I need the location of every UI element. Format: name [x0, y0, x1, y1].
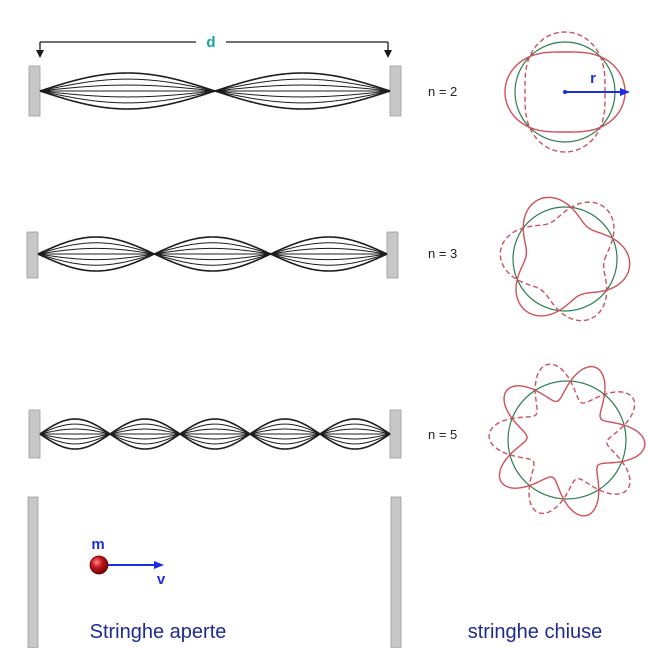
oscillation-solid: [515, 196, 631, 317]
wall-left: [28, 65, 41, 117]
oscillation-dashed: [499, 201, 615, 322]
oscillation-solid: [498, 365, 646, 517]
wall-right: [389, 65, 402, 117]
wall-right: [389, 409, 402, 459]
wall-right: [386, 231, 399, 279]
wave-curve: [37, 236, 388, 272]
span-dimension: d: [36, 34, 392, 58]
mass-label: m: [91, 536, 104, 553]
box-wall-right: [390, 496, 402, 648]
wave-curve: [37, 247, 388, 261]
standing-wave: [37, 236, 388, 272]
standing-wave: [39, 72, 391, 110]
wave-curve: [39, 423, 391, 445]
wall-left: [28, 409, 41, 459]
wave-curve: [37, 247, 388, 261]
wave-curve: [39, 72, 391, 110]
wave-curve: [39, 428, 391, 440]
standing-wave: [39, 418, 391, 450]
equilibrium-circle: [512, 206, 618, 312]
closed-string-mode-5: [488, 363, 646, 517]
oscillation-dashed: [524, 31, 606, 153]
velocity-label: v: [157, 571, 166, 588]
oscillation-dashed: [488, 363, 636, 515]
closed-string-mode-2: r: [504, 31, 630, 153]
radius-label: r: [590, 70, 596, 87]
wave-curve: [39, 418, 391, 450]
open-string-mode-2: n = 2: [28, 65, 457, 117]
oscillation-solid: [504, 51, 626, 133]
dimension-label: d: [206, 34, 215, 51]
center-point: [563, 90, 567, 94]
wave-curve: [39, 418, 391, 450]
mode-label: n = 5: [428, 427, 457, 442]
wave-curve: [37, 242, 388, 266]
wave-curve: [37, 242, 388, 266]
box-wall-left: [27, 496, 39, 648]
mode-label: n = 2: [428, 84, 457, 99]
closed-string-mode-3: [499, 196, 631, 322]
point-particle: m v: [89, 536, 166, 588]
open-string-mode-5: n = 5: [28, 409, 457, 459]
equilibrium-circle: [507, 380, 627, 500]
wave-curve: [39, 428, 391, 440]
closed-strings-caption: stringhe chiuse: [468, 621, 603, 643]
wave-curve: [39, 423, 391, 445]
wall-left: [26, 231, 39, 279]
open-strings-caption: Stringhe aperte: [90, 621, 227, 643]
mass-ball: [89, 555, 109, 575]
wave-curve: [37, 236, 388, 272]
open-string-mode-3: n = 3: [26, 231, 457, 279]
mode-label: n = 3: [428, 246, 457, 261]
